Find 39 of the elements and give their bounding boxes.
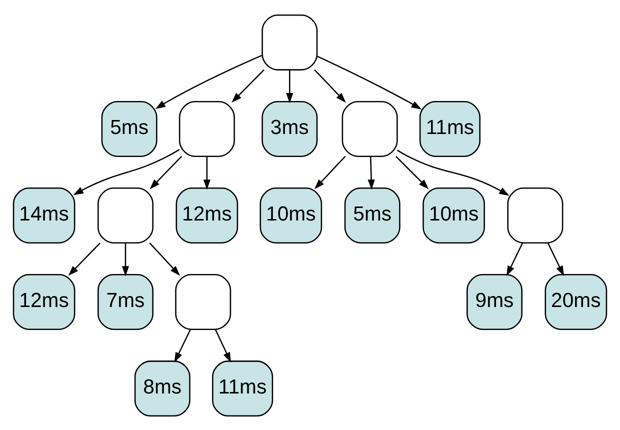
arrow: [314, 68, 346, 102]
node-box: 10ms: [260, 187, 322, 243]
arrow: [506, 242, 524, 276]
arrow: [68, 242, 101, 276]
arrow: [317, 55, 422, 109]
arrow: [232, 68, 264, 102]
node-box: [342, 100, 398, 156]
node-box: 12ms: [12, 274, 76, 330]
arrow: [73, 148, 180, 195]
node-box: [98, 187, 154, 243]
arrow: [203, 156, 210, 190]
arrow: [149, 242, 180, 276]
arrow: [286, 69, 294, 103]
arrow: [396, 149, 510, 196]
node-box: 5ms: [344, 187, 400, 243]
node-box: 3ms: [262, 100, 318, 156]
node-box: [178, 100, 235, 156]
node-box: 14ms: [12, 187, 76, 243]
node-box: 10ms: [422, 187, 485, 243]
node-box: 20ms: [544, 274, 608, 330]
node-box: 9ms: [466, 274, 522, 330]
node-box: [507, 187, 564, 243]
node-box: [175, 274, 232, 330]
arrow: [150, 155, 182, 189]
arrow: [155, 54, 262, 109]
arrow: [122, 242, 130, 276]
arrow: [314, 155, 346, 189]
node-box: 7ms: [98, 274, 154, 330]
arrow: [214, 328, 231, 362]
node-box: 11ms: [212, 360, 274, 416]
arrow: [368, 156, 375, 190]
node-box: 5ms: [101, 100, 158, 156]
arrow: [395, 155, 429, 189]
arrow: [547, 242, 564, 276]
node-box: 12ms: [176, 187, 238, 243]
arrow: [174, 328, 192, 362]
node-box: 8ms: [134, 360, 190, 416]
node-box: 11ms: [419, 100, 480, 156]
node-box: [262, 14, 318, 70]
